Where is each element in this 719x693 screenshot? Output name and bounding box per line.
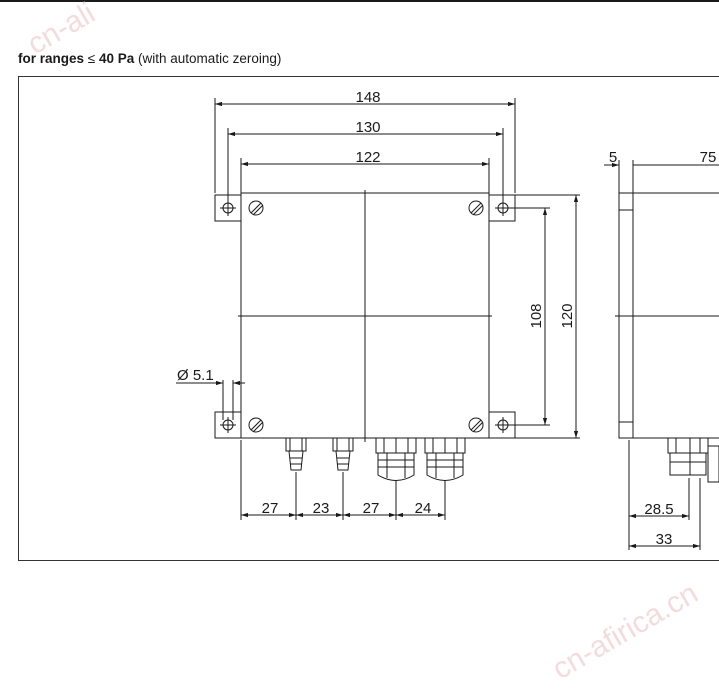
side-dim-label-5: 5 bbox=[609, 149, 617, 166]
watermark-bottom: cn-afirica.cn bbox=[547, 577, 704, 686]
dim-line-130 bbox=[227, 128, 504, 200]
side-view-connectors bbox=[667, 437, 719, 483]
top-rule bbox=[0, 0, 719, 2]
caption-suffix: (with automatic zeroing) bbox=[138, 51, 282, 66]
dim-line-148 bbox=[214, 98, 516, 193]
dim-label-148: 148 bbox=[355, 89, 380, 106]
caption-symbol: ≤ bbox=[87, 51, 96, 66]
caption-bold-value: 40 Pa bbox=[98, 51, 135, 66]
dim-label-108: 108 bbox=[528, 303, 545, 328]
dim-label-120: 120 bbox=[559, 303, 576, 328]
dim-label-122: 122 bbox=[355, 149, 380, 166]
lid-screw-br bbox=[468, 417, 484, 433]
side-dim-label-75: 75 bbox=[700, 149, 717, 166]
dim-line-120 bbox=[489, 194, 580, 439]
dim-label-bottom-1: 27 bbox=[262, 500, 279, 517]
dim-label-130: 130 bbox=[355, 119, 380, 136]
caption-bold-prefix: for ranges bbox=[18, 51, 85, 66]
dim-label-hole-diameter: Ø 5.1 bbox=[177, 367, 214, 384]
lid-screw-bl bbox=[248, 417, 264, 433]
side-view-body bbox=[615, 192, 719, 439]
lid-screw-tl bbox=[248, 200, 264, 216]
caption: for ranges ≤ 40 Pa (with automatic zeroi… bbox=[18, 51, 281, 66]
cable-gland-1 bbox=[375, 437, 417, 481]
drawing-frame bbox=[18, 76, 719, 561]
pressure-port-1 bbox=[285, 437, 307, 471]
dim-label-bottom-3: 27 bbox=[363, 500, 380, 517]
mounting-hole-tl bbox=[220, 200, 236, 216]
dim-line-side-5 bbox=[604, 160, 719, 193]
side-dim-label-28-5: 28.5 bbox=[644, 501, 673, 518]
pressure-port-2 bbox=[332, 437, 354, 471]
cable-gland-2 bbox=[424, 437, 466, 481]
dim-line-bottom-chain bbox=[240, 440, 446, 520]
watermark-top: cn-ali bbox=[22, 0, 101, 61]
dim-line-108 bbox=[503, 207, 550, 426]
mounting-hole-bl bbox=[220, 417, 236, 433]
lid-screw-tr bbox=[468, 200, 484, 216]
dim-label-bottom-4: 24 bbox=[415, 500, 432, 517]
dim-line-side-bottom bbox=[628, 440, 701, 550]
side-dim-label-33: 33 bbox=[656, 531, 673, 548]
dim-label-bottom-2: 23 bbox=[313, 500, 330, 517]
dim-line-122 bbox=[240, 158, 490, 193]
dim-line-hole-diameter bbox=[176, 380, 245, 420]
